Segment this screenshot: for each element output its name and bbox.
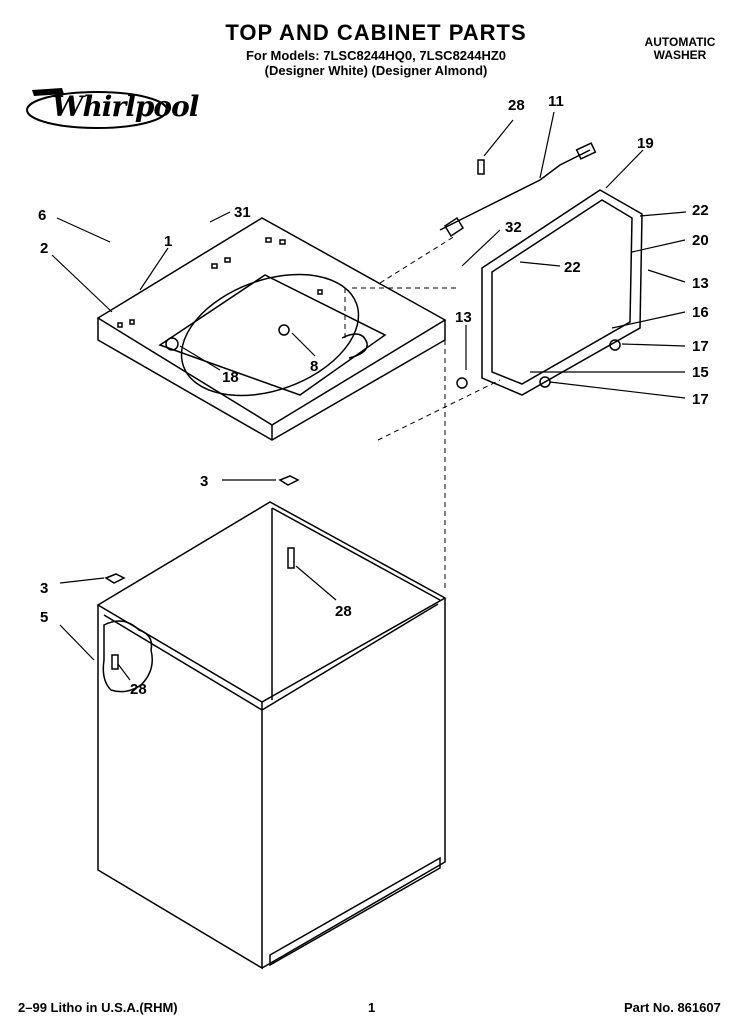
callout-16: 16	[692, 304, 709, 321]
models-line: For Models: 7LSC8244HQ0, 7LSC8244HZ0	[245, 48, 507, 63]
callout-20: 20	[692, 232, 709, 249]
callout-8: 8	[310, 358, 318, 375]
callout-3-upper: 3	[200, 473, 208, 490]
washer-cabinet	[96, 501, 447, 970]
callout-5: 5	[40, 609, 48, 626]
litho-note: 2–99 Litho in U.S.A.(RHM)	[18, 1000, 178, 1015]
washer-top-panel	[96, 217, 447, 441]
callout-2: 2	[40, 240, 48, 257]
wire-harness	[439, 142, 597, 238]
callout-15: 15	[692, 364, 709, 381]
model-type-label: AUTOMATIC WASHER	[640, 36, 720, 62]
callout-19: 19	[637, 135, 654, 152]
lid-frame	[481, 189, 643, 396]
part-number: Part No. 861607	[624, 1000, 721, 1015]
callout-22-lower: 22	[564, 259, 581, 276]
callout-1: 1	[164, 233, 172, 250]
callout-32: 32	[505, 219, 522, 236]
callout-17-lower: 17	[692, 391, 709, 408]
callout-11: 11	[548, 93, 564, 110]
callout-17-upper: 17	[692, 338, 709, 355]
callout-22-upper: 22	[692, 202, 709, 219]
whirlpool-logo-swoosh	[26, 88, 168, 129]
page-title: TOP AND CABINET PARTS	[225, 20, 527, 45]
callout-6: 6	[38, 207, 46, 224]
callout-13-right: 13	[692, 275, 709, 292]
callout-28-middle: 28	[335, 603, 352, 620]
callout-3-lower: 3	[40, 580, 48, 597]
page-number: 1	[368, 1000, 376, 1015]
callout-28-bottom: 28	[130, 681, 147, 698]
callout-28-top: 28	[508, 97, 525, 114]
callout-18: 18	[222, 369, 239, 386]
callout-31: 31	[234, 204, 251, 221]
brand-logo-text: Whirlpool	[52, 90, 199, 123]
variants-line: (Designer White) (Designer Almond)	[264, 63, 488, 78]
callout-13-left: 13	[455, 309, 472, 326]
model-type-line1: AUTOMATIC	[644, 35, 716, 49]
model-type-line2: WASHER	[653, 48, 707, 62]
